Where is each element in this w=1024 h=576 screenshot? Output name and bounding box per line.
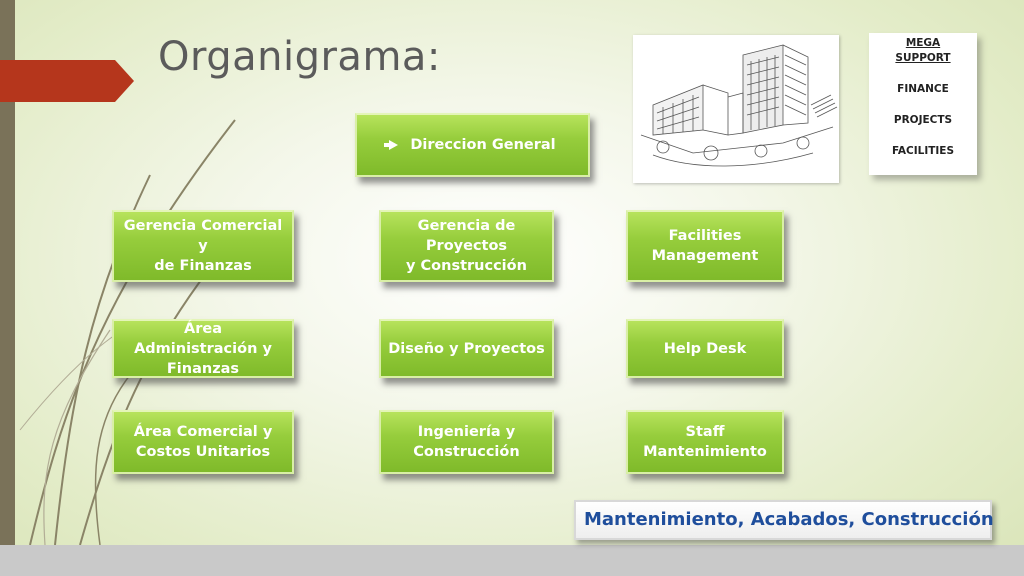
box-diseno-proyectos: Diseño y Proyectos bbox=[379, 319, 554, 378]
box-help-desk: Help Desk bbox=[626, 319, 784, 378]
box-label-line: y Construcción bbox=[406, 258, 527, 274]
box-area-comercial: Área Comercial y Costos Unitarios bbox=[112, 410, 294, 474]
box-label-line: Costos Unitarios bbox=[135, 444, 271, 460]
footer-services-box: Mantenimiento, Acabados, Construcción bbox=[574, 500, 994, 540]
box-label-line: Diseño y Proyectos bbox=[388, 340, 545, 357]
box-label-line: Mantenimiento bbox=[643, 444, 767, 460]
building-sketch-image bbox=[633, 35, 839, 183]
box-label-line: Área Administración y bbox=[134, 320, 272, 357]
box-label-line: Área Comercial y bbox=[133, 424, 273, 440]
title-accent-flag bbox=[0, 60, 134, 102]
building-sketch-icon bbox=[640, 44, 838, 167]
box-label-line: Ingeniería y bbox=[417, 424, 516, 440]
box-gerencia-proyectos: Gerencia de Proyectos y Construcción bbox=[379, 210, 554, 282]
box-label-line: Help Desk bbox=[663, 340, 747, 357]
box-label-line: Facilities bbox=[668, 228, 742, 244]
legend-heading-line: SUPPORT bbox=[895, 52, 951, 64]
box-gerencia-comercial: Gerencia Comercial y de Finanzas bbox=[112, 210, 294, 282]
left-sidebar-bar bbox=[0, 0, 15, 545]
legend-item-facilities: FACILITIES bbox=[891, 145, 955, 157]
right-arrow-bullet-icon bbox=[384, 140, 399, 150]
legend-item-projects: PROJECTS bbox=[893, 114, 953, 126]
legend-item-finance: FINANCE bbox=[897, 83, 949, 95]
box-label: Direccion General bbox=[410, 137, 556, 153]
box-area-administracion: Área Administración y Finanzas bbox=[112, 319, 294, 378]
mega-support-legend: MEGA SUPPORT FINANCE PROJECTS FACILITIES bbox=[869, 33, 977, 175]
box-label-line: Gerencia Comercial y bbox=[123, 218, 283, 254]
box-direccion-general: Direccion General bbox=[355, 113, 590, 177]
slide-title: Organigrama: bbox=[158, 34, 441, 80]
legend-heading-line: MEGA bbox=[905, 37, 941, 49]
box-label-line: Staff bbox=[685, 424, 725, 440]
bottom-bar bbox=[0, 545, 1024, 576]
box-label-line: Management bbox=[651, 248, 759, 264]
box-label-line: Gerencia de Proyectos bbox=[417, 218, 516, 254]
box-label-line: Construcción bbox=[413, 444, 520, 460]
box-staff-mantenimiento: Staff Mantenimiento bbox=[626, 410, 784, 474]
box-label-line: de Finanzas bbox=[154, 258, 252, 274]
box-facilities-management: Facilities Management bbox=[626, 210, 784, 282]
box-ingenieria-construccion: Ingeniería y Construcción bbox=[379, 410, 554, 474]
box-label-line: Finanzas bbox=[166, 360, 240, 377]
